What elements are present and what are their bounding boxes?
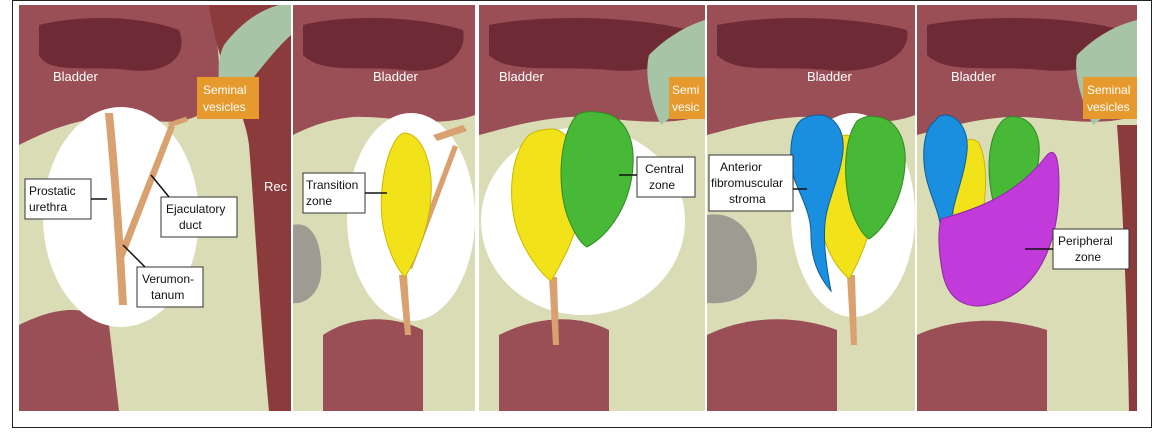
panel-transition-zone: Bladder Transition zone (293, 5, 475, 411)
bladder-lumen (303, 18, 464, 71)
callout-line: urethra (29, 200, 67, 214)
callout-line: Central (645, 162, 684, 176)
label-bladder: Bladder (951, 69, 996, 84)
panel-1-illustration: Bladder Seminal vesicles Rec Prostatic u… (19, 5, 291, 411)
label-seminal: Seminal (1087, 83, 1130, 97)
callout-line: duct (179, 218, 202, 232)
callout-line: Prostatic (29, 184, 76, 198)
callout-line: Ejaculatory (166, 202, 225, 216)
panel-2-illustration: Bladder Transition zone (293, 5, 475, 411)
callout-line: stroma (729, 192, 766, 206)
callout-line: zone (306, 194, 332, 208)
panel-prostate-anatomy: Bladder Seminal vesicles Rec Prostatic u… (19, 5, 291, 411)
panel-peripheral-zone: Bladder Seminal vesicles Peripheral zone (917, 5, 1137, 411)
label-bladder: Bladder (807, 69, 852, 84)
bladder-lumen (717, 18, 907, 71)
callout-anterior-fibromuscular-stroma: Anterior fibromuscular stroma (709, 155, 807, 211)
callout-line: fibromuscular (711, 176, 783, 190)
callout-line: Verumon- (142, 272, 194, 286)
figure-frame: Bladder Seminal vesicles Rec Prostatic u… (12, 0, 1152, 428)
label-bladder: Bladder (53, 69, 98, 84)
urogenital-tissue (707, 319, 837, 411)
panel-4-illustration: Bladder Anterior fibromuscular stroma (707, 5, 915, 411)
label-vesicles: vesic (672, 100, 699, 114)
label-rectum: Rec (264, 179, 288, 194)
callout-line: Anterior (720, 160, 762, 174)
label-seminal: Seminal (203, 83, 246, 97)
label-bladder: Bladder (499, 69, 544, 84)
panel-3-illustration: Bladder Semi vesic Central zone (479, 5, 705, 411)
bladder-lumen (39, 18, 182, 71)
callout-line: tanum (151, 288, 184, 302)
label-bladder: Bladder (373, 69, 418, 84)
label-vesicles: vesicles (1087, 100, 1130, 114)
panel-central-zone: Bladder Semi vesic Central zone (479, 5, 705, 411)
label-vesicles: vesicles (203, 100, 246, 114)
urogenital-tissue (917, 321, 1047, 411)
panel-anterior-fibromuscular-stroma: Bladder Anterior fibromuscular stroma (707, 5, 915, 411)
callout-line: Peripheral (1058, 234, 1113, 248)
label-seminal: Semi (672, 83, 699, 97)
callout-line: zone (649, 178, 675, 192)
panel-5-illustration: Bladder Seminal vesicles Peripheral zone (917, 5, 1137, 411)
urogenital-tissue (19, 310, 119, 411)
callout-line: Transition (306, 178, 358, 192)
callout-line: zone (1075, 250, 1101, 264)
